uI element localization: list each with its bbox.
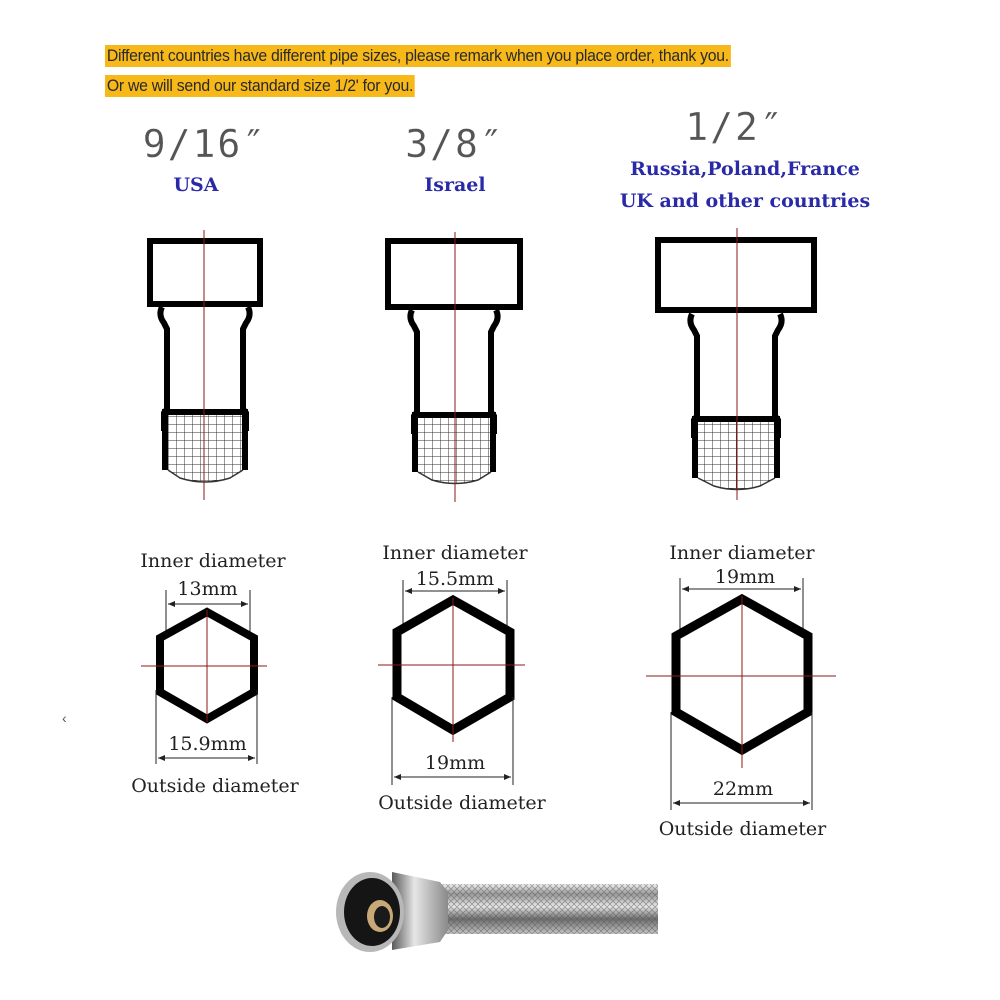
region-russia-poland-france: Russia,Poland,France (630, 158, 860, 180)
region-israel: Israel (424, 174, 486, 196)
outer-diameter-label-1-2: Outside diameter (658, 818, 827, 840)
size-label-9-16: 9/16″ (142, 122, 268, 166)
fitting-profile-3-8 (385, 232, 523, 502)
outer-diameter-value-3-8: 19mm (424, 752, 486, 774)
notice-line-2: Or we will send our standard size 1/2' f… (105, 75, 415, 97)
outer-diameter-label-3-8: Outside diameter (378, 792, 546, 814)
hex-section-9-16 (141, 590, 267, 764)
hex-section-3-8 (378, 580, 525, 785)
hex-section-1-2 (646, 578, 836, 810)
outer-diameter-value-1-2: 22mm (712, 778, 774, 800)
size-label-3-8: 3/8″ (405, 122, 505, 166)
region-usa: USA (173, 174, 219, 196)
fitting-profile-9-16 (147, 230, 263, 500)
inner-diameter-value-1-2: 19mm (714, 566, 776, 588)
outer-diameter-value-9-16: 15.9mm (168, 733, 247, 755)
region-uk-others: UK and other countries (619, 190, 871, 212)
inner-diameter-value-3-8: 15.5mm (415, 568, 495, 590)
cursor-icon: ‹ (62, 710, 67, 726)
outer-diameter-label-9-16: Outside diameter (131, 775, 299, 797)
inner-diameter-label-9-16: Inner diameter (140, 550, 286, 572)
inner-diameter-value-9-16: 13mm (177, 578, 238, 600)
inner-diameter-label-1-2: Inner diameter (669, 542, 815, 564)
fitting-profile-1-2 (655, 228, 817, 500)
size-label-1-2: 1/2″ (685, 105, 785, 149)
notice-line-1: Different countries have different pipe … (105, 45, 731, 67)
inner-diameter-label-3-8: Inner diameter (382, 542, 528, 564)
braided-hose-image (336, 872, 658, 952)
